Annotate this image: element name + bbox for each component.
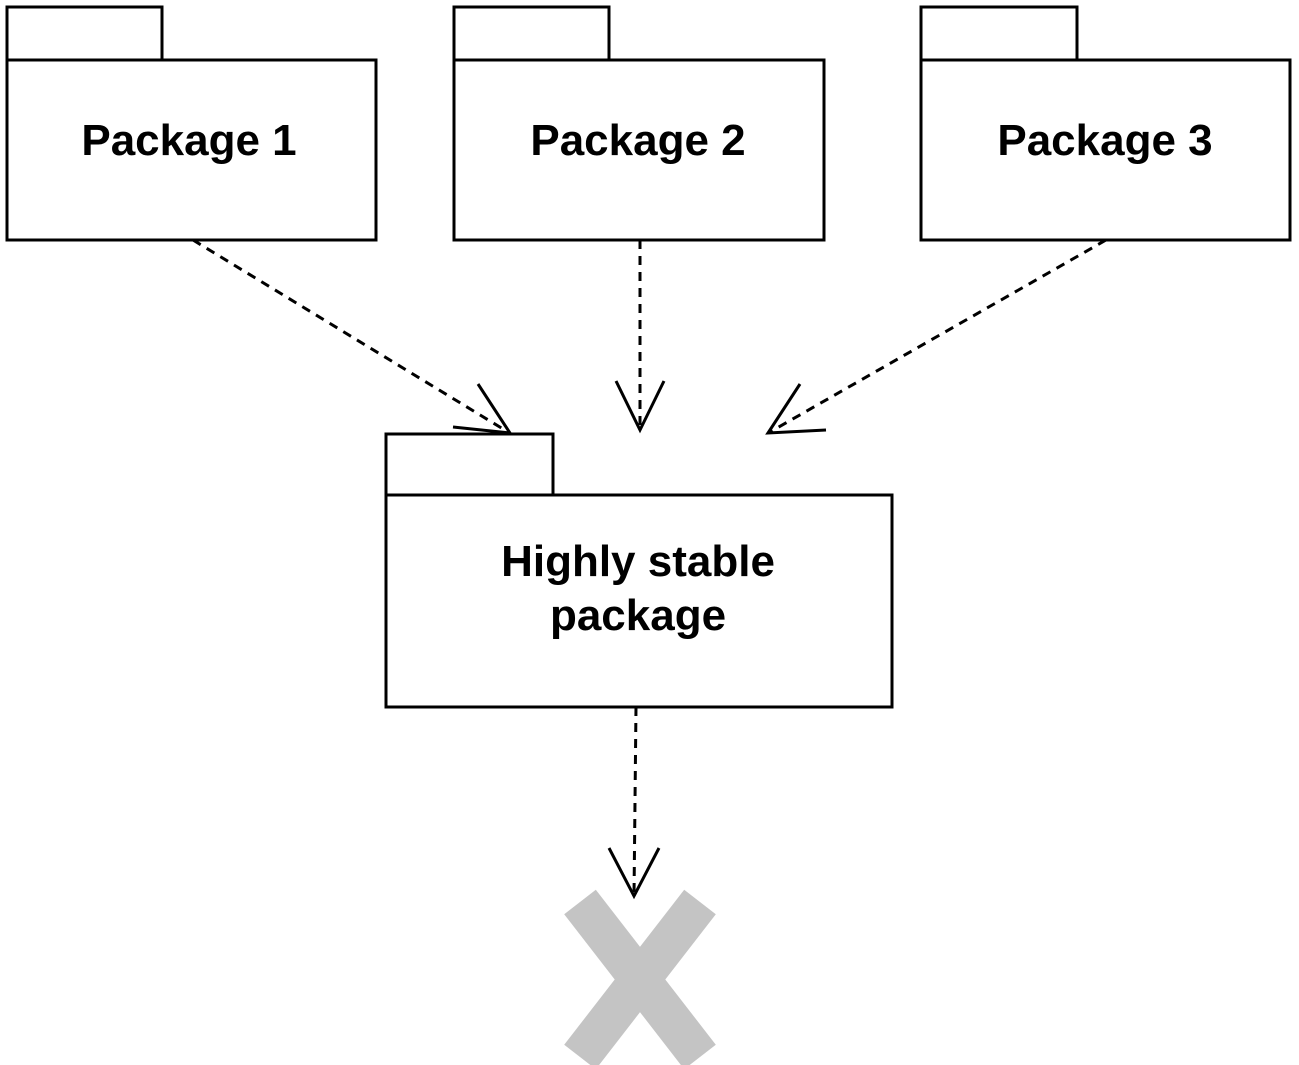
package-3-tab (919, 5, 1079, 62)
dependency-line-1 (192, 238, 509, 434)
dependency-line-3 (769, 238, 1107, 434)
package-2-label: Package 2 (530, 116, 745, 165)
stable-package-label-line1: Highly stable (501, 537, 775, 586)
stable-package-label-line2: package (550, 591, 726, 640)
dependency-line-down (632, 706, 638, 897)
package-1-body (5, 58, 378, 242)
package-1: Package 1 (5, 5, 378, 242)
package-1-tab (5, 5, 164, 62)
dependency-arrow-2 (614, 240, 666, 434)
package-3-label: Package 3 (997, 116, 1212, 165)
package-2-body (452, 58, 826, 242)
dependency-arrow-1 (192, 238, 513, 435)
package-3: Package 3 (919, 5, 1292, 242)
stable-package-body (384, 493, 894, 709)
package-1-label: Package 1 (81, 116, 296, 165)
open-arrowhead-icon (614, 380, 666, 434)
package-2: Package 2 (452, 5, 826, 242)
open-arrowhead-icon (452, 383, 513, 435)
package-3-body (919, 58, 1292, 242)
dependency-arrow-down (607, 706, 661, 900)
gray-x-stroke-2 (564, 889, 716, 1065)
open-arrowhead-icon (765, 383, 827, 435)
open-arrowhead-icon (607, 847, 661, 900)
package-2-tab (452, 5, 611, 62)
dependency-arrow-3 (765, 238, 1107, 435)
stable-package: Highly stable package (384, 432, 894, 709)
stable-package-tab (384, 432, 555, 497)
gray-x-icon (564, 889, 716, 1065)
